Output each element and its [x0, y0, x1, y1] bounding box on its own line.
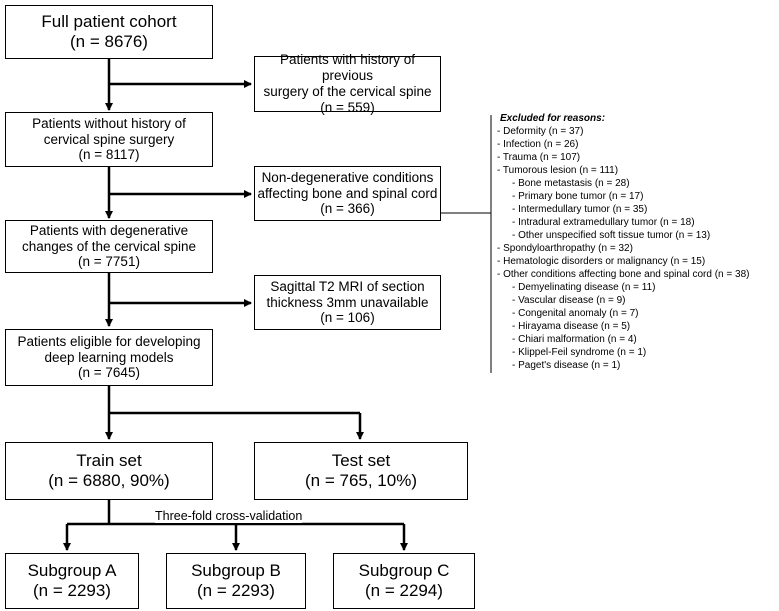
- non-degenerative-line1: Non-degenerative conditions: [261, 169, 434, 185]
- excluded-subitem: - Other unspecified soft tissue tumor (n…: [512, 230, 711, 241]
- excluded-item: - Tumorous lesion (n = 111): [497, 165, 619, 176]
- excluded-subitem: - Primary bone tumor (n = 17): [512, 191, 644, 202]
- test-set-box: Test set (n = 765, 10%): [254, 442, 468, 500]
- subgroup-c-count: (n = 2294): [365, 581, 443, 600]
- without-surgery-line2: cervical spine surgery: [43, 131, 175, 147]
- degenerative-box: Patients with degenerative changes of th…: [5, 220, 213, 273]
- excluded-subitem: - Klippel-Feil syndrome (n = 1): [512, 347, 647, 358]
- eligible-box: Patients eligible for developing deep le…: [5, 329, 213, 386]
- excluded-subitem: - Intermedullary tumor (n = 35): [512, 204, 648, 215]
- eligible-count: (n = 7645): [78, 365, 140, 381]
- excluded-item: - Other conditions affecting bone and sp…: [497, 269, 750, 280]
- mri-unavailable-line2: thickness 3mm unavailable: [266, 294, 429, 310]
- prev-surgery-line1: Patients with history of previous: [279, 52, 416, 84]
- excluded-items: - Deformity (n = 37) - Infection (n = 26)…: [497, 125, 749, 372]
- subgroup-a-box: Subgroup A (n = 2293): [5, 553, 139, 609]
- train-set-box: Train set (n = 6880, 90%): [5, 442, 213, 500]
- excluded-item: - Hematologic disorders or malignancy (n…: [497, 256, 706, 267]
- degenerative-count: (n = 7751): [78, 254, 140, 270]
- excluded-subitem: - Hirayama disease (n = 5): [512, 321, 631, 332]
- degenerative-line2: changes of the cervical spine: [21, 238, 197, 254]
- excluded-item: - Infection (n = 26): [497, 139, 579, 150]
- excluded-subitem: - Paget's disease (n = 1): [512, 360, 621, 371]
- without-surgery-box: Patients without history of cervical spi…: [5, 112, 213, 167]
- non-degenerative-box: Non-degenerative conditions affecting bo…: [254, 166, 441, 221]
- without-surgery-line1: Patients without history of: [32, 115, 186, 131]
- train-set-count: (n = 6880, 90%): [48, 471, 170, 490]
- test-set-count: (n = 765, 10%): [305, 471, 417, 490]
- excluded-item: - Deformity (n = 37): [497, 126, 584, 137]
- subgroup-b-box: Subgroup B (n = 2293): [166, 553, 306, 609]
- full-cohort-title: Full patient cohort: [41, 11, 177, 31]
- excluded-subitem: - Vascular disease (n = 9): [512, 295, 626, 306]
- subgroup-a-title: Subgroup A: [27, 560, 117, 580]
- excluded-subitem: - Demyelinating disease (n = 11): [512, 282, 656, 293]
- eligible-line2: deep learning models: [44, 349, 174, 365]
- subgroup-b-count: (n = 2293): [197, 581, 275, 600]
- without-surgery-count: (n = 8117): [78, 147, 140, 163]
- full-cohort-box: Full patient cohort (n = 8676): [5, 5, 213, 59]
- degenerative-line1: Patients with degenerative: [29, 222, 189, 238]
- mri-unavailable-count: (n = 106): [320, 310, 375, 326]
- subgroup-c-title: Subgroup C: [358, 560, 450, 580]
- full-cohort-count: (n = 8676): [70, 32, 148, 51]
- prev-surgery-box: Patients with history of previous surger…: [254, 52, 441, 115]
- excluded-subitem: - Intradural extramedullary tumor (n = 1…: [512, 217, 695, 228]
- non-degenerative-line2: affecting bone and spinal cord: [257, 185, 438, 201]
- excluded-item: - Spondyloarthropathy (n = 32): [497, 243, 633, 254]
- test-set-title: Test set: [331, 450, 391, 470]
- excluded-header: Excluded for reasons:: [500, 113, 606, 124]
- excluded-subitem: - Congenital anomaly (n = 7): [512, 308, 639, 319]
- excluded-reasons-list: Excluded for reasons: - Deformity (n = 3…: [497, 112, 749, 372]
- excluded-subitem: - Chiari malformation (n = 4): [512, 334, 637, 345]
- subgroup-a-count: (n = 2293): [33, 581, 111, 600]
- cross-validation-label: Three-fold cross-validation: [155, 509, 303, 523]
- excluded-subitem: - Bone metastasis (n = 28): [512, 178, 630, 189]
- mri-unavailable-line1: Sagittal T2 MRI of section: [270, 278, 425, 294]
- subgroup-c-box: Subgroup C (n = 2294): [333, 553, 475, 609]
- mri-unavailable-box: Sagittal T2 MRI of section thickness 3mm…: [254, 275, 441, 330]
- subgroup-b-title: Subgroup B: [191, 560, 281, 580]
- prev-surgery-count: (n = 559): [320, 99, 375, 115]
- excluded-item: - Trauma (n = 107): [497, 152, 581, 163]
- train-set-title: Train set: [76, 450, 142, 470]
- prev-surgery-line2: surgery of the cervical spine: [263, 84, 432, 99]
- eligible-line1: Patients eligible for developing: [17, 333, 201, 349]
- non-degenerative-count: (n = 366): [320, 201, 375, 217]
